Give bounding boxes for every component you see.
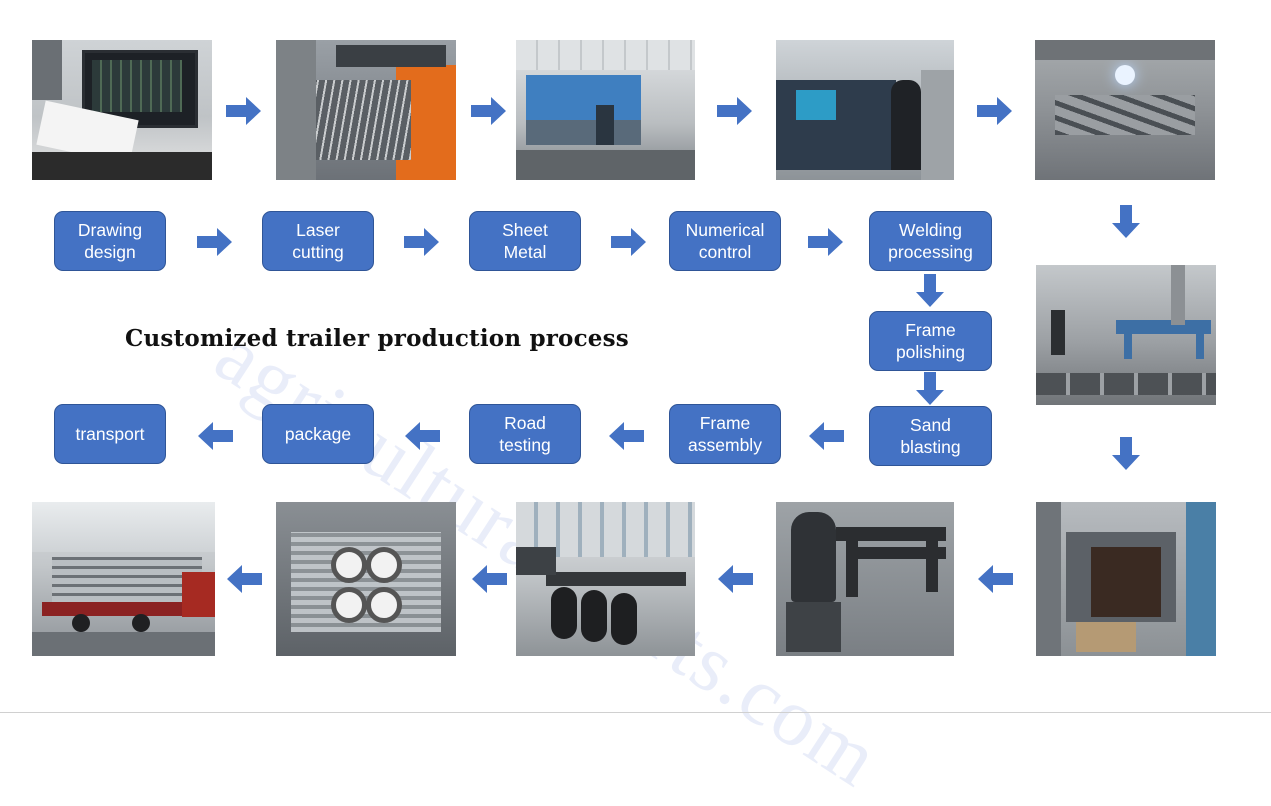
photo-cnc-machine <box>776 40 954 180</box>
photo-blasting-chamber <box>1036 502 1216 656</box>
step-frame-polishing: Frame polishing <box>869 311 992 371</box>
step-drawing-design: Drawing design <box>54 211 166 271</box>
photo-transport-truck <box>32 502 215 656</box>
arrow-left-icon <box>472 565 507 593</box>
photo-frame-assembly <box>776 502 954 656</box>
arrow-right-icon <box>404 228 439 256</box>
step-label: Drawing design <box>77 220 143 262</box>
diagram-title: Customized trailer production process <box>125 325 629 352</box>
step-road-testing: Road testing <box>469 404 581 464</box>
step-label: transport <box>75 424 145 444</box>
step-numerical-control: Numerical control <box>669 211 781 271</box>
step-label: Welding processing <box>888 220 973 262</box>
arrow-right-icon <box>808 228 843 256</box>
step-label: Numerical control <box>685 220 765 262</box>
arrow-down-icon <box>916 274 944 307</box>
arrow-right-icon <box>197 228 232 256</box>
photo-cad-workstation <box>32 40 212 180</box>
photo-packaged-trailers <box>276 502 456 656</box>
step-label: Road testing <box>499 413 551 455</box>
arrow-right-icon <box>611 228 646 256</box>
step-label: Laser cutting <box>292 220 344 262</box>
step-label: Frame polishing <box>895 320 966 362</box>
photo-road-test-trailer <box>516 502 695 656</box>
arrow-left-icon <box>809 422 844 450</box>
photo-polishing-floor <box>1036 265 1216 405</box>
bottom-divider <box>0 712 1271 713</box>
step-package: package <box>262 404 374 464</box>
arrow-right-icon <box>471 97 506 125</box>
step-sand-blasting: Sand blasting <box>869 406 992 466</box>
arrow-down-icon <box>916 372 944 405</box>
arrow-left-icon <box>609 422 644 450</box>
step-laser-cutting: Laser cutting <box>262 211 374 271</box>
step-welding-processing: Welding processing <box>869 211 992 271</box>
arrow-down-icon <box>1112 205 1140 238</box>
step-label: Frame assembly <box>688 413 762 455</box>
arrow-right-icon <box>226 97 261 125</box>
step-label: Sand blasting <box>900 415 961 457</box>
arrow-left-icon <box>405 422 440 450</box>
arrow-right-icon <box>977 97 1012 125</box>
arrow-right-icon <box>717 97 752 125</box>
photo-laser-cutter <box>276 40 456 180</box>
arrow-down-icon <box>1112 437 1140 470</box>
step-label: Sheet Metal <box>502 220 548 262</box>
step-label: package <box>284 424 352 444</box>
photo-welding-floor <box>1035 40 1215 180</box>
step-sheet-metal: Sheet Metal <box>469 211 581 271</box>
arrow-left-icon <box>198 422 233 450</box>
arrow-left-icon <box>718 565 753 593</box>
arrow-left-icon <box>227 565 262 593</box>
step-transport: transport <box>54 404 166 464</box>
arrow-left-icon <box>978 565 1013 593</box>
photo-press-brake <box>516 40 695 180</box>
step-frame-assembly: Frame assembly <box>669 404 781 464</box>
